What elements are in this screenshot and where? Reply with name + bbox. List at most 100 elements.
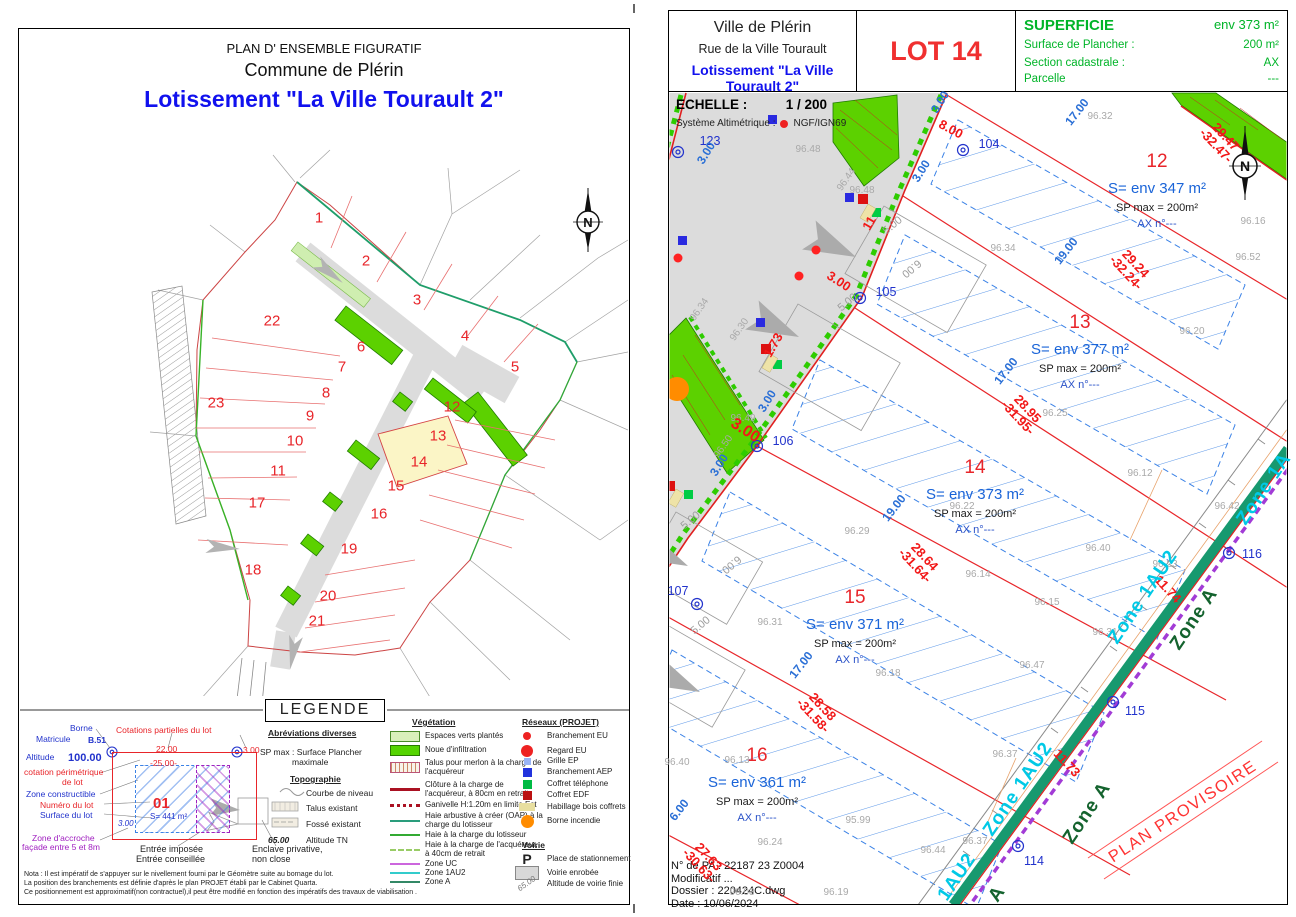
legend-item-label: Regard EU bbox=[547, 745, 587, 755]
eu-dot-icon bbox=[780, 119, 789, 128]
legend-dim-perim: -25.00- bbox=[150, 758, 177, 768]
legend-entree-conseillee: Entrée conseillée bbox=[136, 854, 206, 864]
legend-abreviations-title: Abréviations diverses bbox=[268, 728, 357, 738]
habillage-bois-icon bbox=[519, 803, 535, 812]
legend-item-label: Espaces verts plantés bbox=[425, 731, 504, 741]
legend-sample-zone-constructible bbox=[135, 765, 230, 833]
legend-topographie-title: Topographie bbox=[290, 774, 341, 784]
haie-acquereur-line-swatch bbox=[390, 848, 420, 851]
coffret-edf-icon bbox=[522, 791, 532, 800]
legend-dim-3: 3.00 bbox=[243, 745, 260, 755]
legend-altitude-value: 100.00 bbox=[68, 752, 102, 764]
legend-surface-lot-label: Surface du lot bbox=[40, 810, 93, 820]
regard-eu-icon bbox=[521, 745, 533, 757]
legend-item-label: Zone A bbox=[425, 877, 451, 886]
legend-item-label: Noue d'infiltration bbox=[425, 745, 487, 755]
legend-item-label: Talus pour merlon à la charge de l'acqué… bbox=[425, 758, 542, 776]
haie-oap-line-swatch bbox=[390, 819, 420, 822]
legend-enclave-1: Enclave privative, bbox=[252, 844, 323, 854]
noue-swatch bbox=[390, 745, 420, 756]
footer-dossier: Dossier : 220424C.dwg bbox=[671, 885, 786, 898]
legend-item-label: Coffret EDF bbox=[547, 790, 590, 800]
left-title-lotissement: Lotissement "La Ville Tourault 2" bbox=[144, 86, 504, 112]
legend-vegetation-title: Végétation bbox=[412, 717, 456, 727]
legend-reseaux-title: Réseaux (PROJET) bbox=[522, 717, 599, 727]
legend-item-label: Ganivelle H:1.20m en limite Est bbox=[425, 800, 537, 809]
coffret-telephone-icon bbox=[522, 780, 532, 789]
branchement-eu-icon bbox=[523, 732, 531, 741]
legend-sample-lot-number: 01 bbox=[153, 795, 170, 812]
legend-nota-2: La position des branchements est définie… bbox=[24, 880, 318, 887]
legend-nota-1: Nota : Il est impératif de s'appuyer sur… bbox=[24, 871, 334, 878]
legend-zone-accroche-2: façade entre 5 et 8m bbox=[22, 842, 100, 852]
right-header-ville: Ville de Plérin bbox=[713, 19, 812, 36]
legend-item-label: Branchement AEP bbox=[547, 767, 613, 777]
right-header-lotissement: Lotissement "La Ville Tourault 2" bbox=[691, 62, 834, 94]
legend-item-label: Coffret téléphone bbox=[547, 779, 609, 789]
legend-item-label: Haie à la charge du lotisseur bbox=[425, 830, 527, 839]
legend-item-label: Altitude de voirie finie bbox=[547, 879, 624, 888]
legend-item-label: Habillage bois coffrets bbox=[547, 802, 626, 811]
legend-matricule-label: Matricule bbox=[36, 734, 71, 744]
parking-p-icon: P bbox=[522, 851, 532, 867]
legend-item-label: Clôture à la charge de l'acquéreur, à 80… bbox=[425, 780, 529, 798]
legend-spmax-1: SP max : Surface Plancher bbox=[260, 747, 362, 757]
section-cadastrale-label: Section cadastrale : bbox=[1024, 57, 1126, 69]
legend-item-label: Grille EP bbox=[547, 756, 579, 765]
legend-altitude-label: Altitude bbox=[26, 752, 55, 762]
legend-cot-perim-1: cotation périmétrique bbox=[24, 767, 104, 777]
legend-enclave-2: non close bbox=[252, 854, 291, 864]
legend-item-label: Zone UC bbox=[425, 859, 458, 868]
legend-sample-lot-surface: S= 441 m² bbox=[150, 812, 188, 821]
legend-courbe-label: Courbe de niveau bbox=[306, 788, 374, 798]
legend-borne-label: Borne bbox=[70, 723, 93, 733]
legend-matricule-value: B.51 bbox=[88, 735, 106, 745]
legend-altitude-tn-label: Altitude TN bbox=[306, 835, 348, 845]
echelle-label: ECHELLE : bbox=[676, 97, 748, 112]
zone-a-line-swatch bbox=[390, 881, 420, 884]
legend-item-label: Place de stationnement bbox=[547, 854, 631, 864]
footer-block: N° de PA : 22187 23 Z0004 Modificatif ..… bbox=[671, 860, 804, 911]
fold-mark-top bbox=[633, 4, 635, 13]
voirie-enrobee-swatch bbox=[515, 866, 539, 880]
legend-zone-accroche-1: Zone d'accroche bbox=[32, 833, 95, 843]
haie-lotisseur-line-swatch bbox=[390, 834, 420, 837]
legend-item-label: Haie arbustive à créer (OAP) à la charge… bbox=[425, 811, 543, 829]
zone-1au2-line-swatch bbox=[390, 872, 420, 875]
legend-title-box: LEGENDE bbox=[265, 699, 385, 722]
surface-plancher-label: Surface de Plancher : bbox=[1024, 39, 1135, 51]
altimetrie-value: NGF/IGN69 bbox=[793, 118, 847, 129]
parcelle-label: Parcelle bbox=[1024, 73, 1066, 85]
echelle-value: 1 / 200 bbox=[785, 97, 828, 112]
footer-pa: N° de PA : 22187 23 Z0004 bbox=[671, 860, 805, 872]
legend-altitude-tn-value: 65.00 bbox=[268, 835, 290, 845]
footer-date: Date : 10/06/2024 bbox=[671, 897, 759, 910]
legend-item-label: Haie à la charge de l'acquéreur, à 40cm … bbox=[425, 840, 538, 858]
fold-mark-bottom bbox=[633, 904, 635, 913]
cloture-line-swatch bbox=[390, 788, 420, 792]
talus-merlon-swatch bbox=[390, 762, 420, 774]
superficie-label: SUPERFICIE bbox=[1024, 17, 1115, 34]
surface-plancher-value: 200 m² bbox=[1243, 39, 1279, 51]
legend-item-label: Voirie enrobée bbox=[547, 867, 599, 877]
right-header-lot-cell: LOT 14 bbox=[856, 10, 1016, 92]
right-sheet bbox=[668, 10, 1288, 905]
legend-voirie-title: Voirie bbox=[522, 840, 545, 850]
echelle-block: ECHELLE : 1 / 200 Système Altimétrique :… bbox=[676, 96, 846, 129]
legend-talus-label: Talus existant bbox=[306, 803, 358, 813]
legend-item-label: Borne incendie bbox=[547, 816, 601, 826]
legend-fosse-label: Fossé existant bbox=[306, 819, 361, 829]
footer-modificatif: Modificatif ... bbox=[671, 872, 733, 885]
zone-uc-line-swatch bbox=[390, 863, 420, 866]
legend-cot-perim-2: de lot bbox=[62, 777, 83, 787]
legend-nota-3: Ce positionnement est approximatif(non c… bbox=[24, 889, 417, 896]
section-cadastrale-value: AX bbox=[1263, 57, 1279, 69]
legend-zone-constructible-label: Zone constructible bbox=[26, 789, 96, 799]
superficie-value: env 373 m² bbox=[1213, 17, 1279, 32]
legend-numero-lot-label: Numéro du lot bbox=[40, 800, 94, 810]
legend-sample-dim3: 3.00 bbox=[118, 819, 134, 828]
legend-sample-zone-accroche bbox=[196, 765, 230, 833]
right-header-rue: Rue de la Ville Tourault bbox=[698, 42, 827, 56]
left-title-commune: Commune de Plérin bbox=[244, 60, 404, 80]
